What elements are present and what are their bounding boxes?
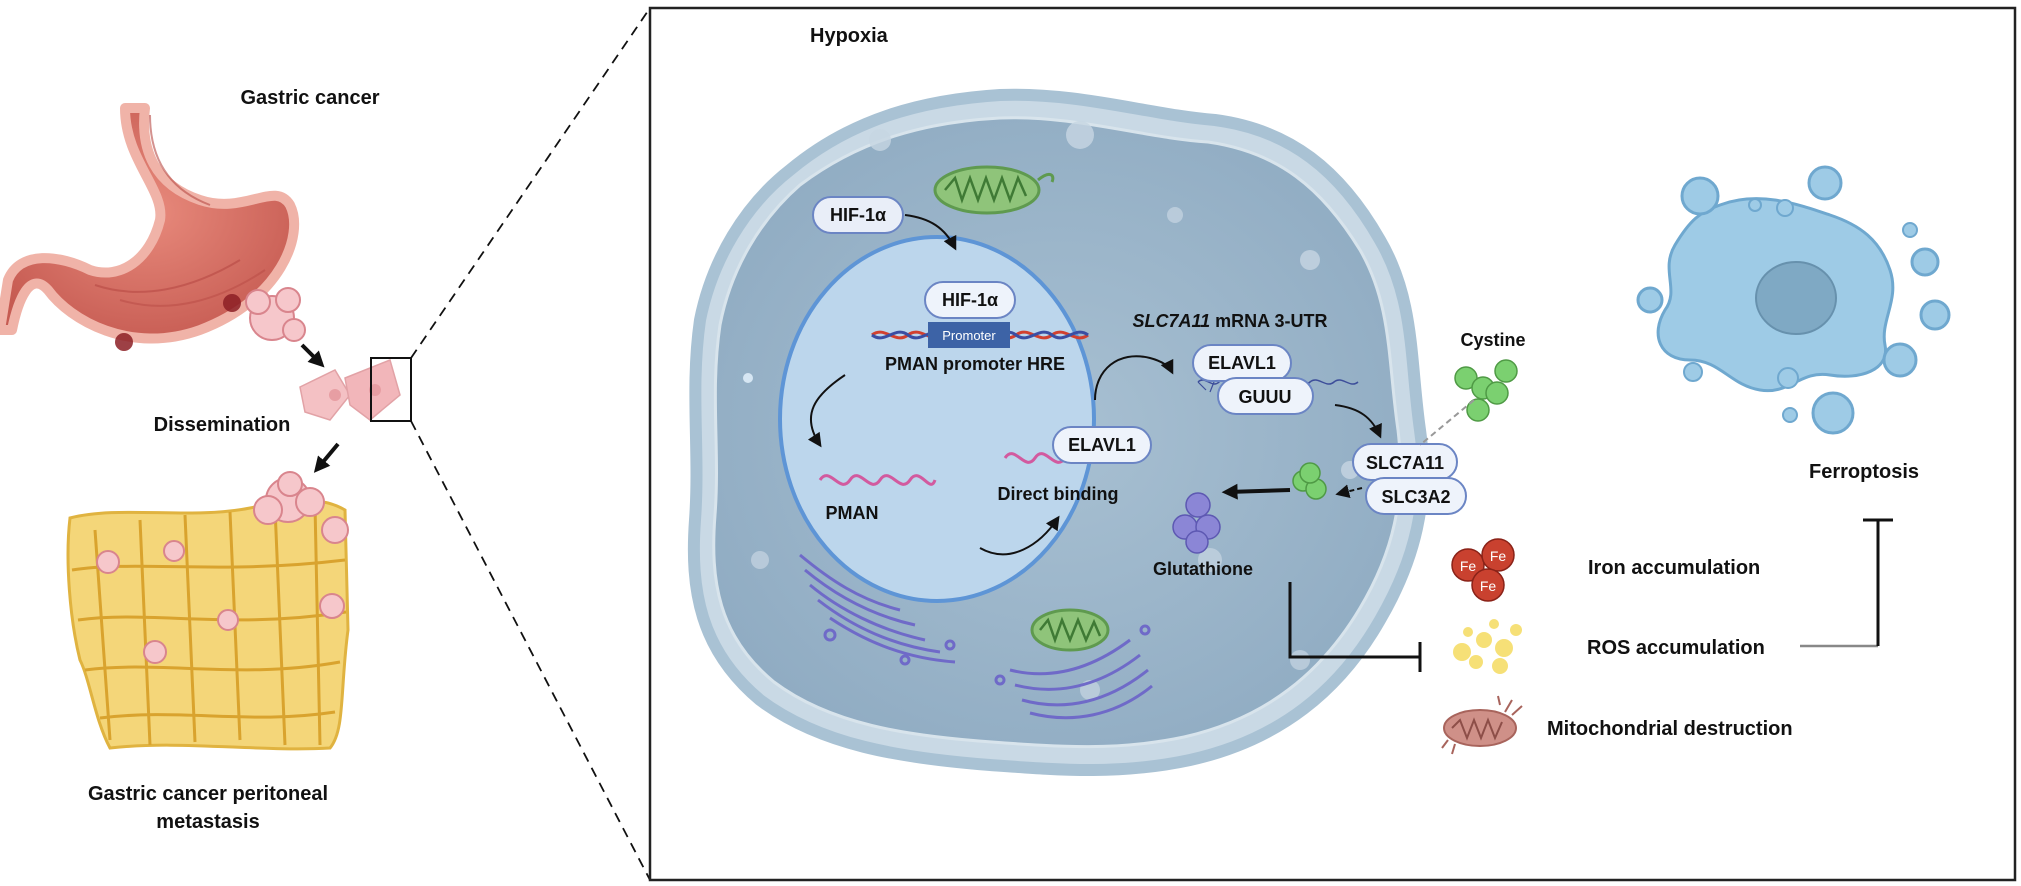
ferroptotic-cell <box>1636 165 1951 435</box>
metastatic-tumor <box>253 471 325 525</box>
ros-accumulation-label: ROS accumulation <box>1587 637 1765 659</box>
svg-text:SLC3A2: SLC3A2 <box>1381 487 1450 507</box>
stomach-illustration <box>0 103 306 351</box>
arrow-to-slc7a11 <box>1334 404 1382 439</box>
cystine-molecules <box>1454 359 1518 422</box>
disseminating-cells <box>299 358 401 421</box>
damaged-mitochondrion-icon <box>1441 695 1523 755</box>
pman-label: PMAN <box>826 503 879 523</box>
hif-1a-nucleus: HIF-1α <box>924 281 1016 319</box>
cystine-import-line <box>1419 399 1475 446</box>
mitochondrion-bottom <box>1030 608 1110 652</box>
mitochondrial-destruction-label: Mitochondrial destruction <box>1547 718 1793 740</box>
hypoxia-label: Hypoxia <box>810 25 889 47</box>
endoplasmic-reticulum-right <box>994 624 1153 720</box>
peritoneum-illustration <box>66 471 350 751</box>
iron-accumulation-label: Iron accumulation <box>1588 557 1760 579</box>
svg-text:ELAVL1: ELAVL1 <box>1208 353 1276 373</box>
gastric-cancer-label: Gastric cancer <box>241 87 380 109</box>
slc7a11-transporter: SLC7A11 <box>1352 443 1458 481</box>
metastasis-label-line1: Gastric cancer peritoneal <box>88 783 328 805</box>
lesion-2 <box>223 294 241 312</box>
hif-1a-cytoplasm: HIF-1α <box>812 196 904 234</box>
lesion-1 <box>115 333 133 351</box>
endoplasmic-reticulum-left <box>799 553 956 666</box>
promoter-label: Promoter <box>942 328 996 343</box>
svg-text:HIF-1α: HIF-1α <box>830 205 886 225</box>
zoom-line-bottom <box>410 420 651 881</box>
pman-promoter-hre-label: PMAN promoter HRE <box>885 354 1065 374</box>
arrow-hif-to-nucleus <box>904 214 957 251</box>
pman-rna <box>818 474 937 486</box>
guuu-motif: GUUU <box>1217 377 1314 415</box>
svg-text:HIF-1α: HIF-1α <box>942 290 998 310</box>
inhibition-line <box>1288 582 1420 659</box>
svg-text:GUUU: GUUU <box>1239 387 1292 407</box>
glutathione-molecules <box>1172 492 1221 554</box>
promoter-box <box>928 322 1010 348</box>
arrow-elavl1-to-mrna <box>1094 355 1174 401</box>
arrow-to-direct-binding <box>979 515 1060 556</box>
glutathione-label: Glutathione <box>1153 559 1253 579</box>
elavl1-nucleus: ELAVL1 <box>1052 426 1152 464</box>
svg-text:Fe: Fe <box>1490 548 1507 564</box>
svg-text:Fe: Fe <box>1480 578 1497 594</box>
zoom-box <box>370 357 412 422</box>
direct-binding-label: Direct binding <box>998 484 1119 504</box>
elavl1-cytoplasm: ELAVL1 <box>1192 344 1292 382</box>
dissemination-label: Dissemination <box>154 414 291 436</box>
slc3a2-transporter: SLC3A2 <box>1365 477 1467 515</box>
slc7a11-mrna-label: SLC7A11 mRNA 3-UTR <box>1132 311 1327 331</box>
svg-text:ELAVL1: ELAVL1 <box>1068 435 1136 455</box>
svg-text:Fe: Fe <box>1460 558 1477 574</box>
metastasis-label-line2: metastasis <box>156 811 259 833</box>
ros-icon <box>1453 619 1522 674</box>
arrow-to-dissemination <box>300 343 325 368</box>
arrow-to-glutathione <box>1221 483 1291 500</box>
svg-text:SLC7A11: SLC7A11 <box>1366 453 1444 473</box>
arrow-to-peritoneum <box>313 442 340 473</box>
ferroptosis-label: Ferroptosis <box>1809 461 1919 483</box>
arrow-to-cysteine <box>1335 484 1363 499</box>
mitochondrion-top <box>933 165 1055 215</box>
iron-icon: Fe Fe Fe <box>1451 538 1515 602</box>
primary-tumor <box>245 287 306 342</box>
zoom-line-top <box>410 7 651 359</box>
cystine-label: Cystine <box>1460 330 1525 350</box>
cysteine-molecules <box>1292 462 1327 500</box>
arrow-to-pman <box>807 374 846 448</box>
nucleus <box>778 235 1096 603</box>
